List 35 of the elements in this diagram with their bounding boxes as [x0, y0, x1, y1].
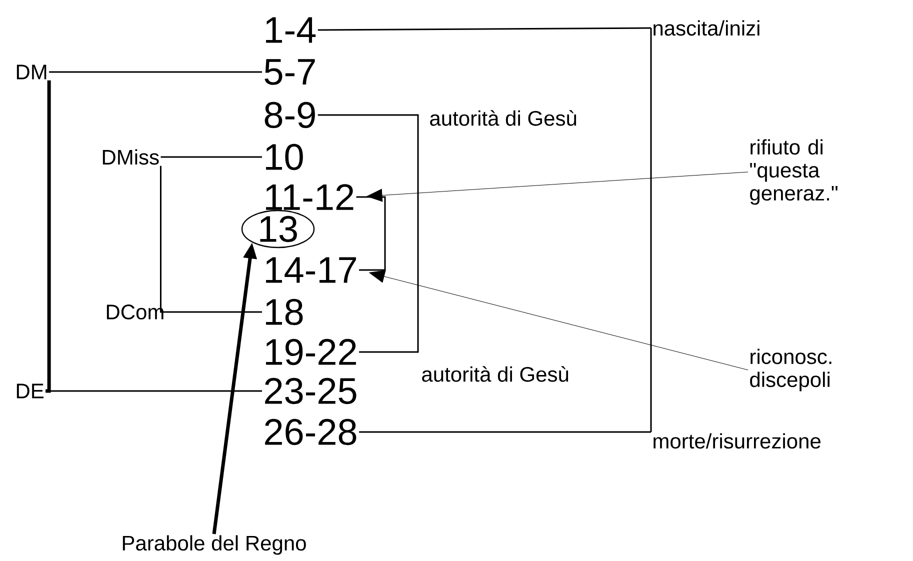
- bracket-line: [160, 156, 262, 158]
- leader-arrow: [369, 270, 748, 370]
- bracket-line: [46, 390, 262, 392]
- label-text: DE: [16, 384, 44, 398]
- chapter-number: 5-7: [264, 59, 315, 85]
- bracket-line: [359, 431, 651, 433]
- label-text: autorità di Gesù: [422, 366, 568, 382]
- bracket-line: [650, 28, 652, 432]
- chapter-number: 26-28: [265, 418, 356, 446]
- chapter-number: 19-22: [266, 338, 356, 366]
- label-text: DMiss: [102, 149, 159, 165]
- bracket-line: [46, 80, 51, 393]
- chapter-number: 14-17: [266, 257, 356, 283]
- label-text: DCom: [106, 304, 164, 320]
- label-text: DM: [16, 64, 46, 80]
- label-text: morte/risurrezione: [654, 433, 820, 449]
- bracket-line: [356, 196, 386, 271]
- bracket-line: [160, 166, 166, 313]
- bracket-line: [318, 114, 419, 353]
- label-text: autorità di Gesù: [430, 110, 576, 126]
- chapter-number: 1-4: [266, 17, 316, 43]
- bracket-line: [318, 27, 651, 31]
- label-text: nascita/inizi: [654, 20, 760, 36]
- chapter-number: 18: [266, 298, 303, 326]
- circled-chapter-number: 13: [241, 210, 315, 248]
- label-text: Parabole del Regno: [122, 535, 306, 555]
- chapter-number: 10: [266, 144, 303, 170]
- label-text: rifiuto di "questa generaz.": [750, 139, 838, 205]
- chapter-number: 8-9: [264, 102, 315, 128]
- label-text: riconosc. discepoli: [750, 348, 832, 392]
- bracket-line: [49, 71, 262, 73]
- leader-arrow: [366, 172, 748, 202]
- chapter-number: 23-25: [265, 378, 356, 404]
- bracket-line: [166, 311, 262, 313]
- chapter-number: 11-12: [266, 184, 354, 210]
